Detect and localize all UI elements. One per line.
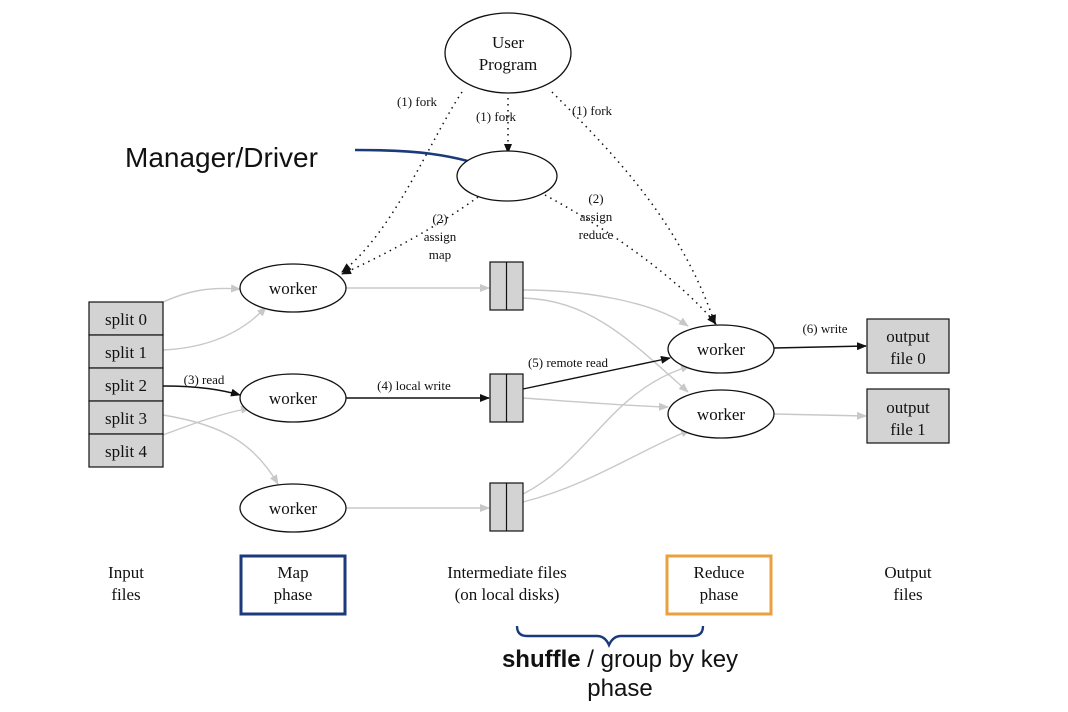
- svg-text:output: output: [886, 398, 930, 417]
- map-worker-3: worker: [239, 483, 347, 533]
- reduce-worker-1: worker: [667, 324, 775, 374]
- shuffle-brace: [515, 625, 705, 648]
- split-1: split 1: [88, 334, 164, 369]
- intermediate-files-label: Intermediate files (on local disks): [447, 563, 566, 604]
- dotted-edges: [341, 91, 717, 325]
- svg-text:files: files: [893, 585, 922, 604]
- intermediate-file-1: [489, 261, 524, 311]
- edge-file1-reduce1: [522, 289, 689, 327]
- svg-text:Reduce: Reduce: [694, 563, 745, 582]
- assign-reduce-label: (2) assign reduce: [579, 191, 614, 242]
- svg-text:file 0: file 0: [890, 349, 925, 368]
- shuffle-label-line2: phase: [587, 675, 652, 702]
- svg-text:reduce: reduce: [579, 227, 614, 242]
- edge-split3-worker3: [162, 414, 279, 485]
- edge-reduce2-output1: [773, 411, 867, 420]
- edge-file3-reduce2: [522, 429, 691, 503]
- reduce-phase-box: Reduce phase: [665, 554, 773, 616]
- svg-text:assign: assign: [580, 209, 613, 224]
- map-phase-box: Map phase: [239, 554, 347, 616]
- gray-edges: [162, 284, 867, 512]
- svg-text:(2): (2): [432, 211, 447, 226]
- user-program-line1: User: [492, 33, 524, 52]
- user-program-node: User Program: [444, 12, 572, 94]
- input-files-label: Input files: [108, 563, 144, 604]
- svg-text:worker: worker: [697, 405, 745, 424]
- edge-file1-reduce2: [522, 297, 689, 393]
- edge-split0-worker1: [162, 284, 241, 303]
- svg-text:files: files: [111, 585, 140, 604]
- read-label: (3) read: [184, 372, 225, 387]
- edge-reduce1-output0: [773, 342, 867, 351]
- assign-map-label: (2) assign map: [424, 211, 457, 262]
- svg-text:output: output: [886, 327, 930, 346]
- output-files-label: Output files: [884, 563, 932, 604]
- master-node: [456, 150, 558, 202]
- output-file-1: output file 1: [866, 388, 950, 444]
- svg-text:worker: worker: [269, 499, 317, 518]
- fork-label-right: (1) fork: [572, 103, 613, 118]
- assign-reduce-line: [544, 194, 717, 325]
- svg-text:(2): (2): [588, 191, 603, 206]
- svg-text:map: map: [429, 247, 451, 262]
- fork-left: [341, 91, 463, 273]
- input-splits: split 0 split 1 split 2 split 3 split 4: [88, 301, 164, 468]
- svg-text:Intermediate files: Intermediate files: [447, 563, 566, 582]
- split-2: split 2: [88, 367, 164, 402]
- svg-text:split 1: split 1: [105, 343, 147, 362]
- svg-text:worker: worker: [269, 389, 317, 408]
- intermediate-file-2: [489, 373, 524, 423]
- write-label: (6) write: [802, 321, 847, 336]
- edge-split2-worker2: [162, 385, 241, 397]
- map-worker-2: worker: [239, 373, 347, 423]
- svg-text:split 2: split 2: [105, 376, 147, 395]
- edge-file2-reduce2: [522, 397, 669, 411]
- user-program-line2: Program: [479, 55, 538, 74]
- map-worker-1: worker: [239, 263, 347, 313]
- edge-file2-reduce1: [522, 355, 671, 390]
- svg-text:Map: Map: [277, 563, 308, 582]
- svg-text:phase: phase: [700, 585, 739, 604]
- edge-split4-worker2: [162, 405, 251, 436]
- svg-text:phase: phase: [274, 585, 313, 604]
- intermediate-file-3: [489, 482, 524, 532]
- svg-text:worker: worker: [697, 340, 745, 359]
- reduce-worker-2: worker: [667, 389, 775, 439]
- svg-text:assign: assign: [424, 229, 457, 244]
- split-0: split 0: [88, 301, 164, 336]
- svg-text:(on local disks): (on local disks): [455, 585, 560, 604]
- fork-label-middle: (1) fork: [476, 109, 517, 124]
- svg-text:worker: worker: [269, 279, 317, 298]
- edge-split1-worker1: [162, 306, 267, 351]
- local-write-label: (4) local write: [377, 378, 451, 393]
- svg-text:split 0: split 0: [105, 310, 147, 329]
- assign-map-line: [341, 196, 479, 275]
- svg-text:split 3: split 3: [105, 409, 147, 428]
- manager-driver-label: Manager/Driver: [125, 142, 318, 173]
- split-3: split 3: [88, 400, 164, 435]
- output-file-0: output file 0: [866, 318, 950, 374]
- remote-read-label: (5) remote read: [528, 355, 609, 370]
- shuffle-label: shuffle / group by key: [502, 646, 738, 673]
- svg-text:file 1: file 1: [890, 420, 925, 439]
- fork-right: [551, 91, 716, 325]
- svg-text:split 4: split 4: [105, 442, 148, 461]
- black-edges: [162, 342, 867, 402]
- svg-text:Output: Output: [884, 563, 932, 582]
- fork-label-left: (1) fork: [397, 94, 438, 109]
- svg-text:Input: Input: [108, 563, 144, 582]
- edge-file3-reduce1: [522, 364, 691, 495]
- split-4: split 4: [88, 433, 164, 468]
